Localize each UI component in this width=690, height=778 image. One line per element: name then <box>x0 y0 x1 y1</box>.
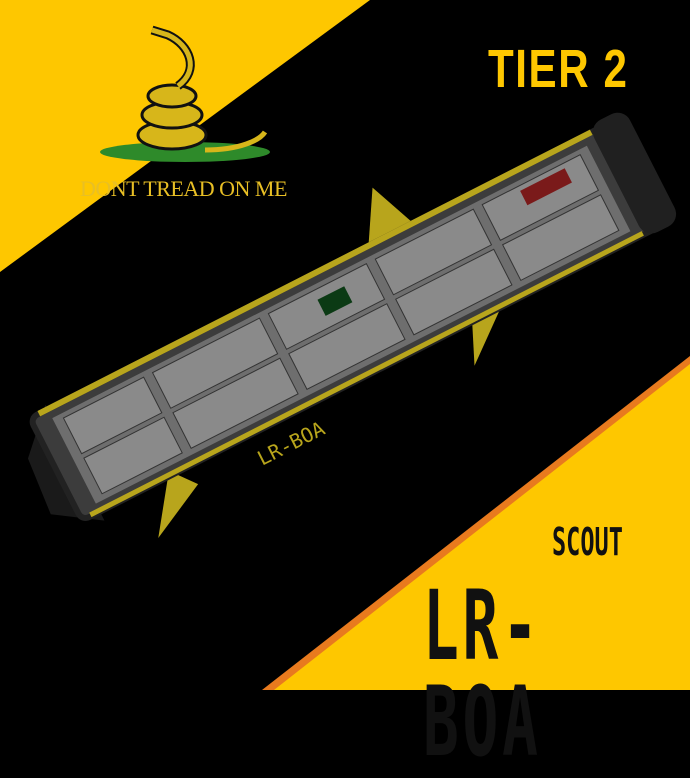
ship-name: LR-BOA <box>423 570 542 778</box>
yellow-corner-bottom-right <box>274 364 690 690</box>
tier-label: TIER 2 <box>488 39 629 99</box>
flag-motto: DONT TREAD ON ME <box>80 176 287 201</box>
submarine-lr-boa <box>27 112 677 539</box>
background: LR-BOA <box>0 0 690 690</box>
ship-class: SCOUT <box>552 520 623 564</box>
coiled-snake-emblem <box>100 25 270 162</box>
